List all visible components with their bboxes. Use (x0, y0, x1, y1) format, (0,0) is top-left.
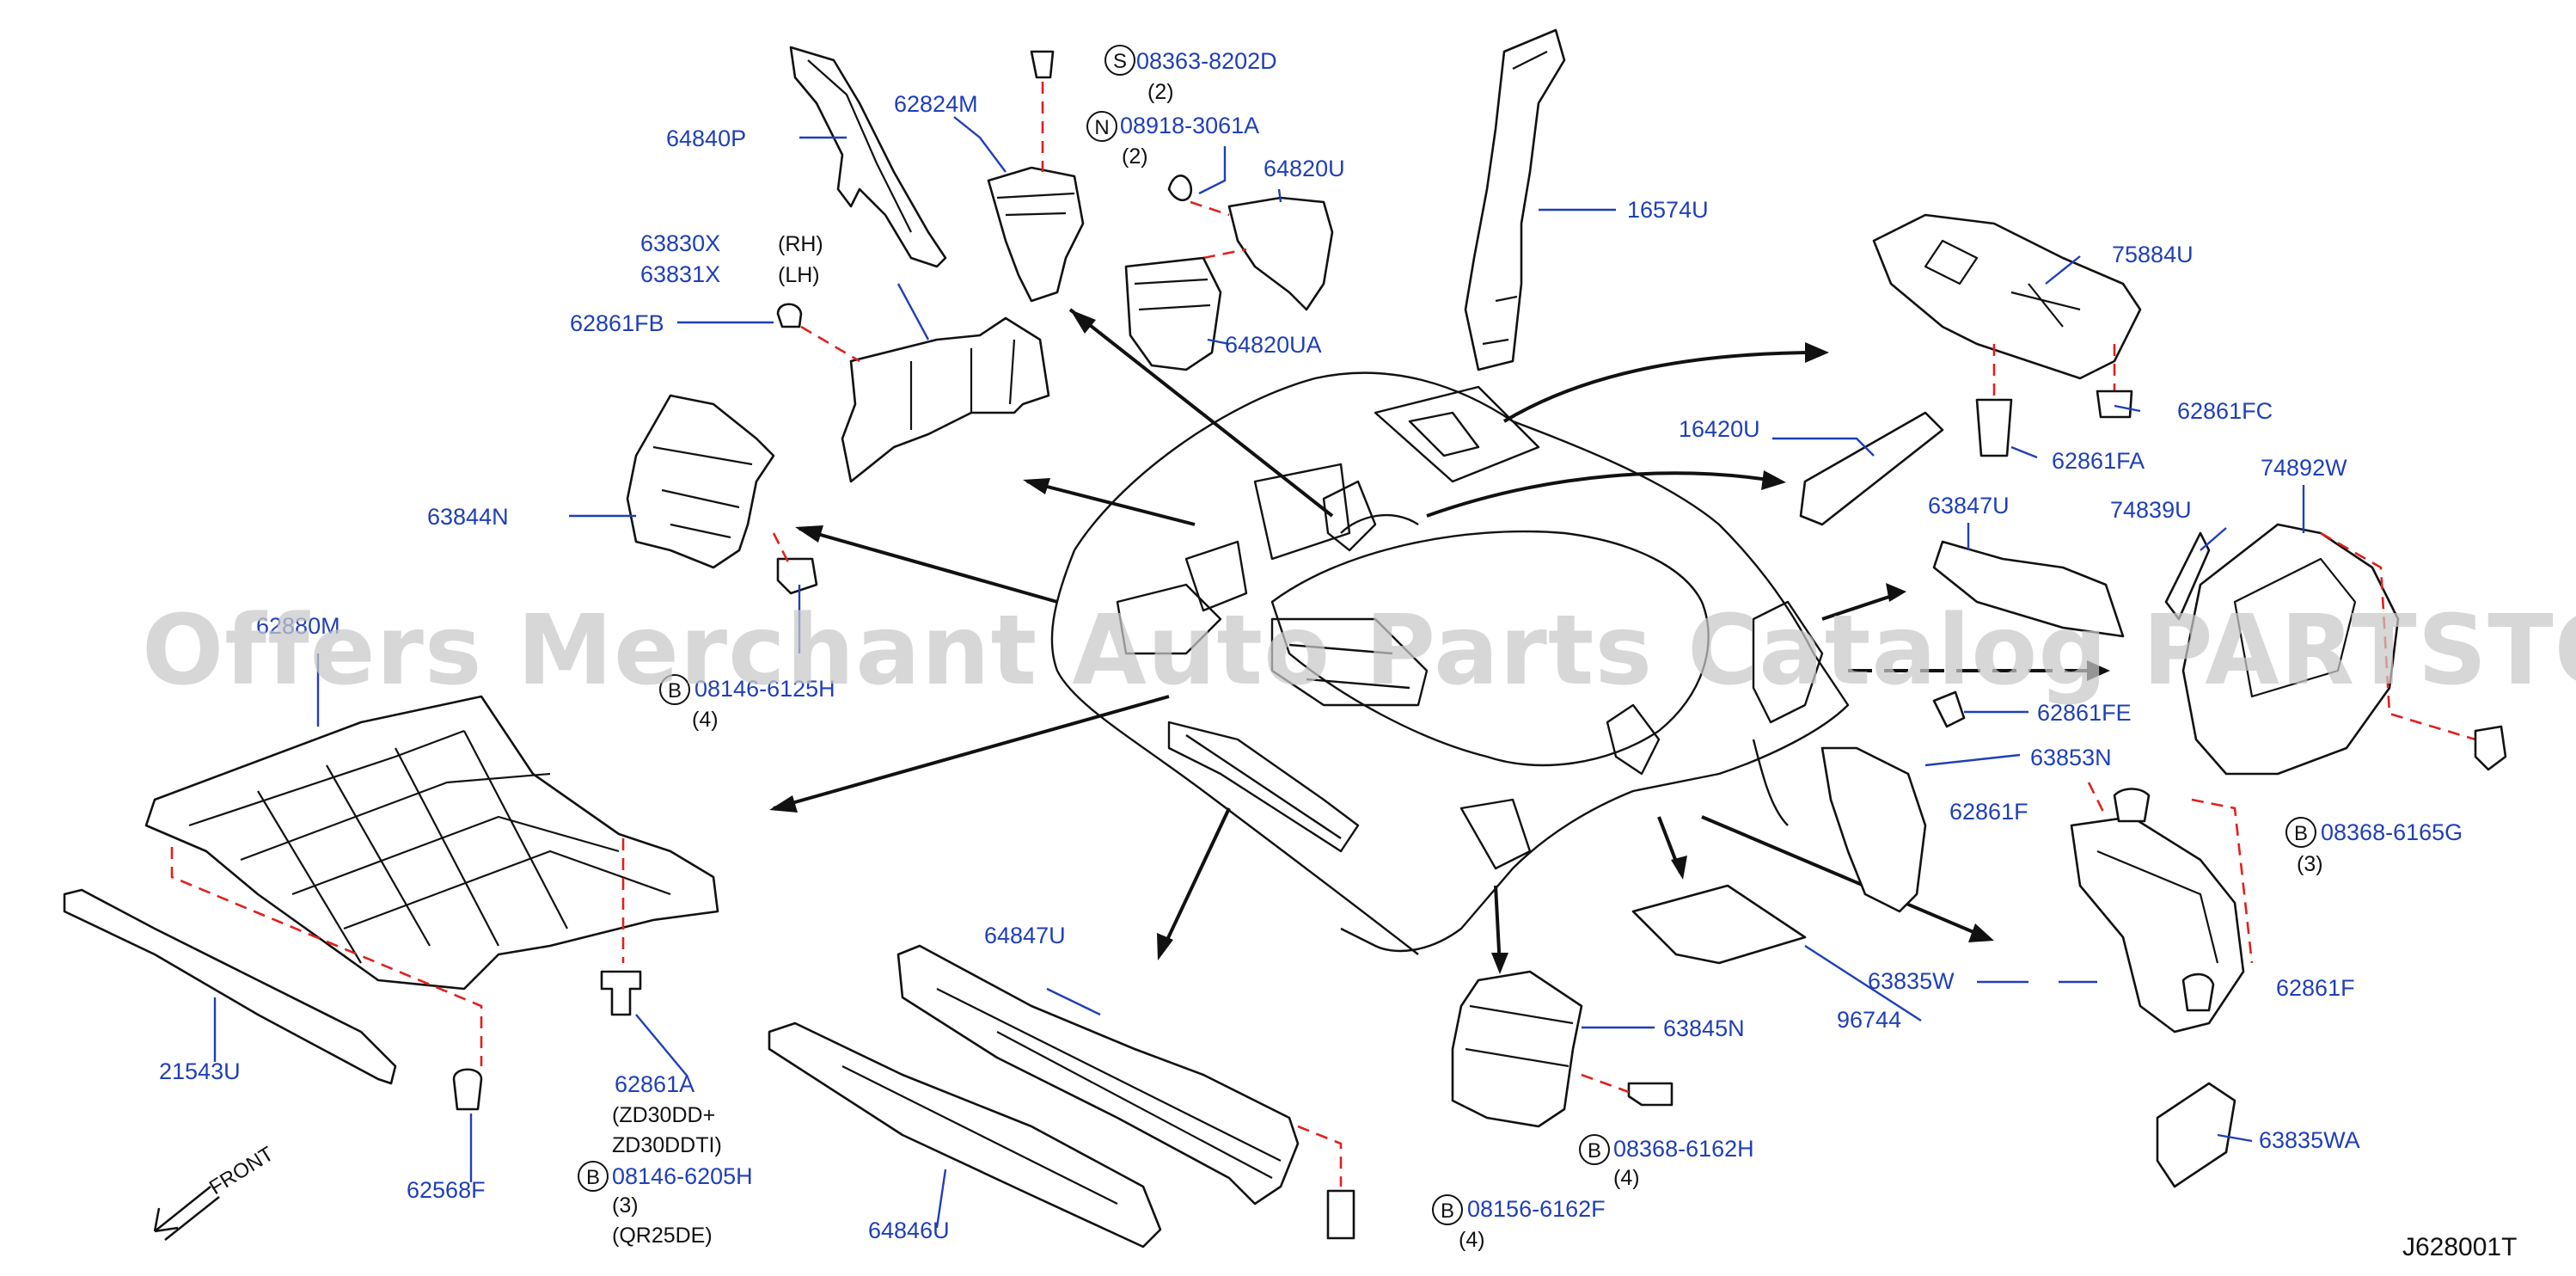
label-62861FC: 62861FC (2177, 398, 2273, 424)
label-63853N: 63853N (2030, 745, 2112, 770)
label-08146-6205H-qty: (3) (612, 1193, 639, 1218)
label-08156-6162F: 08156-6162F (1467, 1196, 1606, 1222)
label-63831X-side: (LH) (778, 263, 820, 287)
part-63844N (626, 394, 818, 595)
label-63844N: 63844N (427, 504, 509, 530)
label-08146-6205H: 08146-6205H (612, 1163, 753, 1189)
part-96744 (1631, 884, 1807, 965)
part-64820U (1167, 175, 1334, 311)
label-08918-3061A: 08918-3061A (1120, 113, 1259, 138)
b-circle-letter: B (1441, 1199, 1454, 1223)
circled-markers: S N B B B B B (578, 45, 2316, 1225)
label-64820UA: 64820UA (1225, 332, 1322, 358)
label-63830X-side: (RH) (778, 232, 823, 256)
part-63853N (1820, 746, 1927, 913)
b-circle-icon (2285, 817, 2316, 848)
part-64820UA (1124, 256, 1222, 371)
part-62861A (600, 970, 642, 1016)
part-75884U (1872, 213, 2142, 457)
label-62861A-note1: (ZD30DD+ (612, 1103, 715, 1127)
label-64846U: 64846U (868, 1218, 950, 1243)
leader-lines (213, 116, 2305, 1229)
b-circle-letter: B (2294, 822, 2308, 845)
part-63847U (1932, 540, 2125, 638)
part-62568F (452, 1068, 483, 1111)
label-64820U: 64820U (1264, 156, 1345, 181)
label-21543U: 21543U (159, 1058, 241, 1084)
b-circle-icon (578, 1161, 609, 1192)
b-circle-icon (1579, 1134, 1610, 1165)
label-96744: 96744 (1837, 1007, 1901, 1033)
part-64847U (896, 944, 1355, 1240)
part-64840P (789, 46, 947, 268)
part-74892W (2181, 523, 2507, 776)
direction-arrows (769, 308, 2110, 974)
part-16574U (1464, 28, 1566, 371)
part-21543U (63, 888, 397, 1085)
label-74892W: 74892W (2261, 455, 2347, 481)
b-circle-letter: B (668, 679, 682, 702)
label-08363-qty: (2) (1147, 80, 1174, 104)
watermark: Offers Merchant Auto Parts Catalog PARTS… (142, 595, 2576, 707)
part-63835W (2070, 782, 2254, 1034)
b-circle-icon (1432, 1194, 1463, 1225)
label-08146-6125H: 08146-6125H (694, 676, 835, 702)
label-75884U: 75884U (2112, 242, 2194, 267)
label-08363-8202D: 08363-8202D (1136, 48, 1277, 74)
label-08918-qty: (2) (1122, 144, 1148, 169)
label-64847U: 64847U (984, 923, 1066, 948)
label-62861A-note2: ZD30DDTI) (612, 1133, 722, 1157)
label-62861FB: 62861FB (570, 310, 664, 336)
part-62824M (987, 50, 1085, 303)
part-62880M (144, 695, 719, 1066)
part-63830X (776, 303, 1050, 483)
label-62861FA: 62861FA (2052, 448, 2145, 474)
front-label: FRONT (205, 1142, 278, 1199)
label-62880M: 62880M (256, 613, 340, 639)
label-62861F-lower: 62861F (2276, 975, 2355, 1001)
label-08146-6125H-qty: (4) (692, 708, 719, 732)
label-16574U: 16574U (1627, 197, 1709, 223)
part-62861FE (1932, 690, 1966, 728)
b-circle-letter: B (586, 1166, 600, 1189)
front-arrow-icon (153, 1186, 211, 1233)
n-circle-icon (1086, 111, 1117, 142)
part-16420U (1799, 411, 1944, 526)
s-circle-icon (1104, 45, 1135, 76)
label-63845N: 63845N (1663, 1015, 1745, 1041)
label-08146-6205H-note: (QR25DE) (612, 1224, 713, 1248)
label-63830X: 63830X (640, 230, 720, 256)
vehicle-body-outline (1050, 371, 1850, 955)
label-08368-6162H: 08368-6162H (1613, 1136, 1754, 1162)
part-63835WA (2156, 1082, 2236, 1188)
s-circle-letter: S (1113, 50, 1127, 73)
label-08156-6162F-qty: (4) (1459, 1228, 1485, 1252)
diagram-code: J628001T (2402, 1233, 2517, 1261)
label-63847U: 63847U (1928, 493, 2010, 518)
part-64846U (768, 1021, 1162, 1248)
label-62861A: 62861A (615, 1071, 694, 1097)
label-08368-6165G-qty: (3) (2297, 852, 2323, 876)
label-08368-6162H-qty: (4) (1613, 1166, 1640, 1190)
label-08368-6165G: 08368-6165G (2321, 819, 2463, 845)
label-63835W: 63835W (1868, 968, 1955, 994)
label-62824M: 62824M (894, 91, 978, 117)
label-62861FE: 62861FE (2037, 700, 2132, 726)
label-16420U: 16420U (1679, 416, 1760, 442)
label-64840P: 64840P (666, 126, 746, 151)
label-63831X: 63831X (640, 261, 720, 287)
label-63835WA: 63835WA (2259, 1127, 2360, 1153)
label-74839U: 74839U (2110, 497, 2192, 523)
b-circle-letter: B (1588, 1139, 1601, 1163)
label-62568F: 62568F (407, 1177, 486, 1203)
n-circle-letter: N (1094, 116, 1109, 139)
front-indicator: FRONT (153, 1142, 278, 1241)
part-labels: 64840P 62824M 08363-8202D (2) 08918-3061… (159, 48, 2463, 1252)
part-63845N (1451, 970, 1673, 1128)
label-62861F-upper: 62861F (1949, 799, 2028, 825)
b-circle-icon (659, 674, 690, 705)
part-74839U (2164, 531, 2211, 621)
